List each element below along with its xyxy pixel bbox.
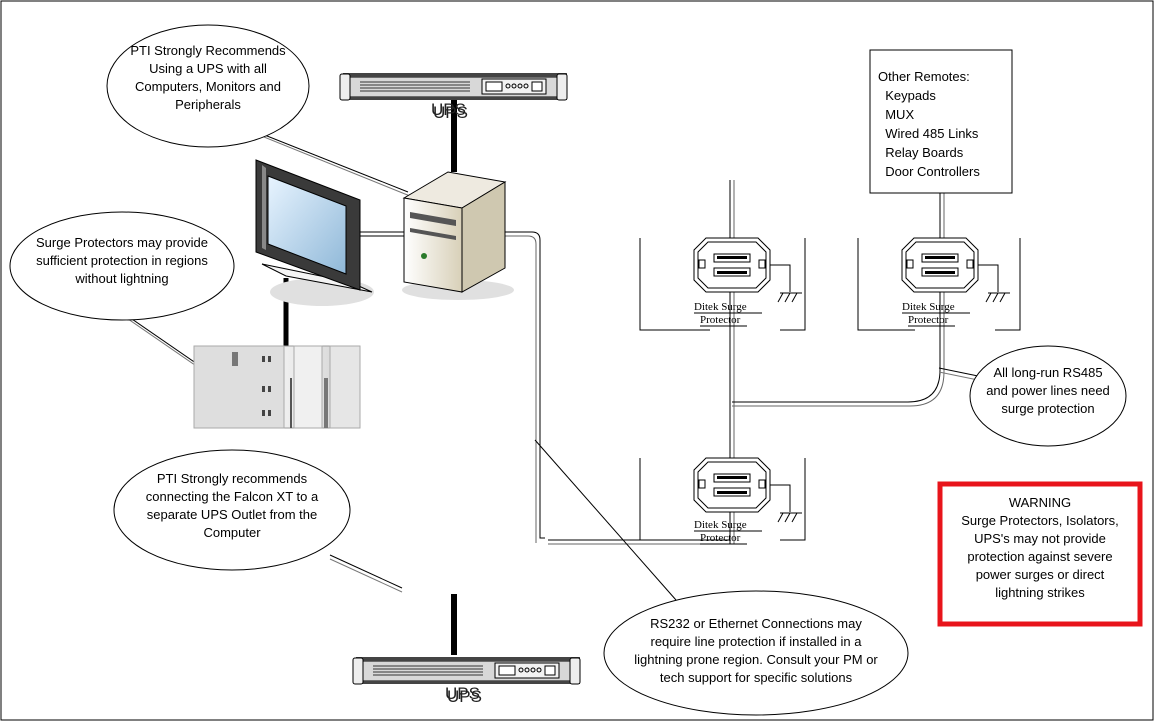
- callout-surge: Surge Protectors may provide sufficient …: [9, 211, 235, 321]
- callout-line: PTI Strongly recommends: [157, 471, 308, 486]
- other-remotes-line: Other Remotes:: [878, 69, 970, 84]
- callout-rs232: RS232 or Ethernet Connections may requir…: [603, 590, 909, 716]
- ups-bottom-label-shadow: UPS: [447, 687, 482, 706]
- other-remotes-line: Keypads: [878, 88, 936, 103]
- ups-unit-bottom: UPS UPS: [352, 657, 581, 706]
- surge-protector-label-line2: Protector: [908, 314, 949, 326]
- callout-line: Using a UPS with all: [149, 61, 267, 76]
- warning-line: power surges or direct: [976, 567, 1105, 582]
- warning-line: UPS's may not provide: [974, 531, 1106, 546]
- callout-line: and power lines need: [986, 383, 1110, 398]
- other-remotes-box: Other Remotes: Keypads MUX Wired 485 Lin…: [869, 49, 1013, 194]
- other-remotes-line: MUX: [878, 107, 914, 122]
- ups-top-label-shadow: UPS: [433, 103, 468, 122]
- callout-line: lightning prone region. Consult your PM …: [634, 652, 878, 667]
- surge-protector-label-line2: Protector: [700, 314, 741, 326]
- callout-pointers: [115, 129, 979, 601]
- callout-line: Computer: [203, 525, 261, 540]
- ups-top-label: UPS: [431, 100, 466, 119]
- surge-protector-label-line1: Ditek Surge: [694, 301, 747, 313]
- surge-protector-device-3: [693, 457, 771, 513]
- callout-line: sufficient protection in regions: [36, 253, 208, 268]
- callout-line: All long-run RS485: [993, 365, 1102, 380]
- callout-line: Surge Protectors may provide: [36, 235, 208, 250]
- warning-line: Surge Protectors, Isolators,: [961, 513, 1119, 528]
- warning-line: protection against severe: [967, 549, 1112, 564]
- ups-unit-top: UPS UPS: [339, 73, 568, 122]
- surge-protector-label-line2: Protector: [700, 532, 741, 544]
- warning-box: WARNING Surge Protectors, Isolators, UPS…: [937, 481, 1143, 627]
- ground-icon: [777, 512, 802, 523]
- other-remotes-line: Door Controllers: [878, 164, 980, 179]
- callout-line: Computers, Monitors and: [135, 79, 281, 94]
- callout-line: RS232 or Ethernet Connections may: [650, 616, 862, 631]
- callout-line: surge protection: [1001, 401, 1094, 416]
- power-strip-icon: [193, 345, 361, 429]
- surge-protector-device-2: [901, 237, 979, 293]
- other-remotes-line: Wired 485 Links: [878, 126, 979, 141]
- monitor-icon: [255, 159, 374, 306]
- surge-protector-device-1: [693, 237, 771, 293]
- ups-rack-icon: [352, 657, 581, 685]
- surge-protector-label-2: Ditek Surge Protector: [902, 301, 970, 327]
- ground-symbols: [777, 292, 1010, 523]
- ups-rack-icon: [339, 73, 568, 101]
- warning-line: WARNING: [1009, 495, 1071, 510]
- callout-line: Peripherals: [175, 97, 241, 112]
- callout-rs485: All long-run RS485 and power lines need …: [969, 345, 1127, 447]
- callout-ups-recommend: PTI Strongly Recommends Using a UPS with…: [106, 24, 310, 148]
- callout-line: without lightning: [74, 271, 168, 286]
- ground-icon: [985, 292, 1010, 303]
- ground-icon: [777, 292, 802, 303]
- callout-line: connecting the Falcon XT to a: [146, 489, 319, 504]
- surge-protector-label-3: Ditek Surge Protector: [694, 519, 762, 545]
- surge-protector-label-1: Ditek Surge Protector: [694, 301, 762, 327]
- warning-line: lightning strikes: [995, 585, 1085, 600]
- pc-tower-icon: [402, 171, 514, 300]
- callout-falcon: PTI Strongly recommends connecting the F…: [113, 449, 351, 571]
- callout-line: require line protection if installed in …: [650, 634, 862, 649]
- surge-protector-label-line1: Ditek Surge: [694, 519, 747, 531]
- callout-line: PTI Strongly Recommends: [130, 43, 286, 58]
- surge-protector-label-line1: Ditek Surge: [902, 301, 955, 313]
- other-remotes-line: Relay Boards: [878, 145, 964, 160]
- ups-bottom-label: UPS: [445, 684, 480, 703]
- callout-line: tech support for specific solutions: [660, 670, 853, 685]
- callout-line: separate UPS Outlet from the: [147, 507, 318, 522]
- warning-border: [937, 481, 1143, 627]
